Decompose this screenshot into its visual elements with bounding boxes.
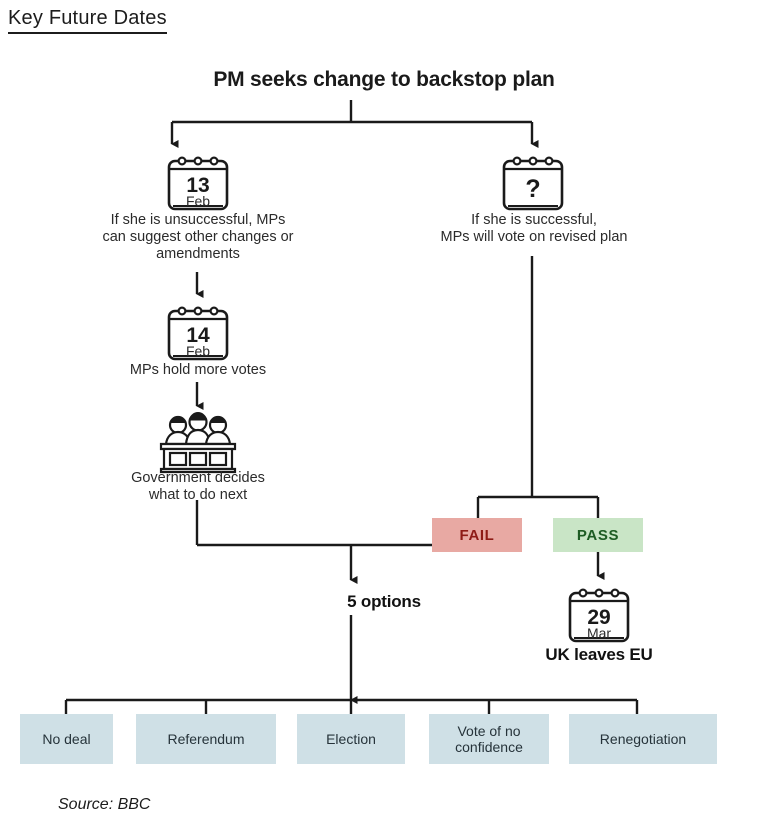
label-five-options: 5 options (347, 592, 421, 611)
government-bench-icon (155, 412, 241, 479)
result-box-fail[interactable]: FAIL (432, 518, 522, 552)
calendar-icon-mar29: 29 Mar (564, 584, 634, 646)
calendar-icon-unknown: ? (498, 152, 568, 214)
flowchart-heading: PM seeks change to backstop plan (213, 68, 555, 91)
option-box-referendum[interactable]: Referendum (136, 714, 276, 764)
caption-mps-hold-votes: MPs hold more votes (129, 362, 267, 378)
caption-right-branch: If she is successful,MPs will vote on re… (440, 212, 628, 245)
calendar-month-feb14: Feb (186, 343, 210, 359)
calendar-month-mar29: Mar (587, 625, 611, 641)
option-box-election[interactable]: Election (297, 714, 405, 764)
calendar-day-feb13: 13 (186, 174, 209, 197)
caption-uk-leaves-eu: UK leaves EU (545, 645, 653, 664)
result-box-pass[interactable]: PASS (553, 518, 643, 552)
calendar-day-feb14: 14 (186, 324, 210, 347)
calendar-icon-feb13: 13 Feb (163, 152, 233, 214)
option-box-renegotiation[interactable]: Renegotiation (569, 714, 717, 764)
calendar-day-mar29: 29 (587, 606, 610, 629)
page-title: Key Future Dates (8, 6, 167, 34)
calendar-month-feb13: Feb (186, 193, 210, 209)
option-box-no-deal[interactable]: No deal (20, 714, 113, 764)
calendar-icon-feb14: 14 Feb (163, 302, 233, 364)
source-label: Source: BBC (58, 796, 151, 813)
calendar-day-unknown: ? (525, 175, 540, 203)
